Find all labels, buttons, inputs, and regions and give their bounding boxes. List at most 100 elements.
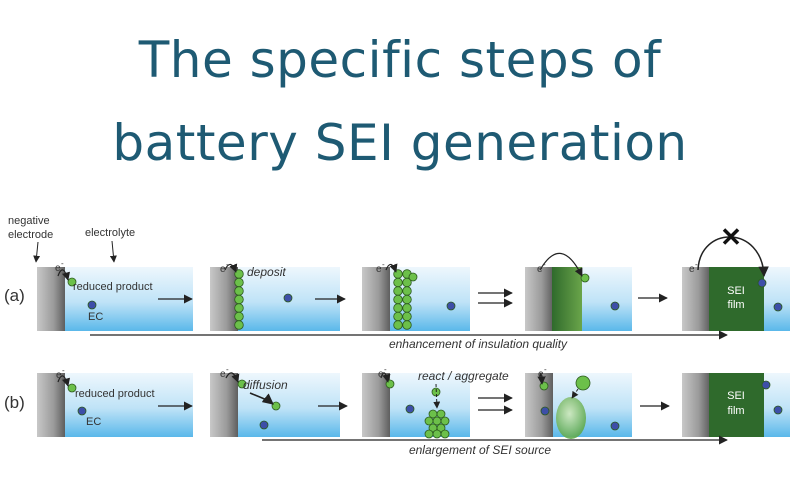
electron-charge: - — [695, 260, 698, 269]
electron-label: e — [56, 370, 62, 381]
aggregate-arrow — [571, 388, 579, 399]
negative-electrode — [210, 373, 238, 437]
electron-path — [57, 269, 71, 281]
ec-molecule — [540, 406, 550, 416]
deposited-particle — [402, 303, 412, 313]
deposited-particle — [393, 320, 403, 330]
electron-charge: - — [544, 365, 547, 374]
diffusion-label: diffusion — [243, 378, 288, 392]
blocked-electron-path: ✕ — [697, 222, 769, 278]
aggregated-particle — [436, 423, 446, 433]
ec-molecule — [77, 406, 87, 416]
label-electrolyte: electrolyte — [85, 227, 135, 239]
electron-label: e — [55, 263, 61, 274]
aggregate-particle — [575, 375, 591, 391]
electron-charge: - — [543, 260, 546, 269]
electron-path — [57, 375, 71, 387]
electron-path — [224, 263, 238, 273]
electron-label: e — [537, 264, 543, 275]
deposited-particle — [393, 277, 403, 288]
ec-molecule — [283, 293, 293, 303]
negative-electrode — [682, 373, 710, 437]
electron-path — [225, 372, 240, 383]
reduced-product-particle — [237, 379, 247, 389]
electron-label: e — [220, 369, 226, 380]
electron-labels: e-e-e-e-e-e-e-e-e- — [55, 259, 698, 381]
aggregate-blob — [556, 397, 586, 439]
aggregated-particle — [424, 429, 434, 439]
deposited-particle — [402, 286, 412, 296]
electron-label: e — [376, 264, 382, 275]
ec-label-b: EC — [86, 416, 101, 428]
reduced-product-label-b: reduced product — [75, 388, 155, 400]
sei-label: SEI — [727, 285, 745, 297]
title-line-1: The specific steps of — [138, 31, 662, 89]
cross-icon: ✕ — [720, 222, 742, 252]
negative-electrode — [525, 267, 553, 331]
electron-path — [539, 252, 583, 277]
aggregated-particle — [436, 409, 446, 419]
deposited-particle — [234, 303, 244, 313]
negative-electrode — [37, 373, 65, 437]
react-aggregate-label: react / aggregate — [418, 369, 509, 383]
sei-film-panel-a4: SEI film — [709, 267, 764, 331]
deposited-particle — [234, 286, 244, 296]
negative-electrode — [525, 373, 553, 437]
deposited-particle — [393, 294, 403, 305]
electron-label: e — [689, 264, 695, 275]
ec-label-a: EC — [88, 311, 103, 323]
electron-path — [537, 372, 546, 385]
deposited-particle — [402, 320, 412, 330]
deposited-particle — [393, 286, 403, 296]
electron-charge: - — [62, 366, 65, 375]
deposited-particle — [393, 303, 403, 313]
deposited-particle — [234, 320, 244, 330]
caption-a: enhancement of insulation quality — [389, 337, 568, 351]
long-arrow-a: enhancement of insulation quality — [90, 330, 728, 351]
deposited-particle — [402, 311, 412, 322]
aggregated-particle — [432, 429, 442, 439]
aggregated-particle — [440, 416, 450, 426]
electron-paths — [57, 252, 583, 409]
ec-molecule — [259, 420, 269, 430]
deposited-particle — [234, 277, 244, 288]
deposited-particle — [234, 294, 244, 305]
electron-charge: - — [226, 365, 229, 374]
ec-molecule — [773, 302, 783, 312]
ec-molecule — [773, 405, 783, 415]
sei-film-panel-b4: SEI film — [709, 373, 764, 437]
ec-molecule — [405, 404, 415, 414]
electron-label: e — [378, 369, 384, 380]
electron-charge: - — [382, 260, 385, 269]
electron-charge: - — [226, 260, 229, 269]
deposited-particle — [393, 311, 403, 322]
aggregate-arrow — [433, 383, 441, 409]
electron-charge: - — [384, 365, 387, 374]
reduced-product-particle — [271, 401, 281, 411]
negative-electrode — [362, 267, 390, 331]
ec-molecule — [610, 301, 620, 311]
film-label: film — [727, 405, 744, 417]
electron-label: e — [538, 369, 544, 380]
electrode-pointer — [33, 241, 41, 263]
negative-electrode — [210, 267, 238, 331]
reduced-product-particle — [408, 272, 418, 282]
label-electrode: electrode — [8, 229, 53, 241]
label-negative: negative — [8, 215, 50, 227]
row-label-a: (a) — [4, 286, 25, 305]
electrolyte-pointer — [109, 240, 117, 263]
title-line-2: battery SEI generation — [112, 114, 688, 172]
reduced-product-label-a: reduced product — [73, 281, 153, 293]
ec-molecule — [87, 300, 97, 310]
negative-electrode — [682, 267, 710, 331]
aggregated-particle — [424, 416, 434, 426]
negative-electrode — [362, 373, 390, 437]
step-arrows — [158, 288, 670, 415]
deposited-particle — [402, 294, 412, 305]
electron-label: e — [220, 264, 226, 275]
electron-charge: - — [61, 259, 64, 268]
diffusion-arrow — [249, 392, 274, 405]
reduced-product-particle — [539, 381, 549, 391]
ec-molecule — [761, 380, 771, 390]
